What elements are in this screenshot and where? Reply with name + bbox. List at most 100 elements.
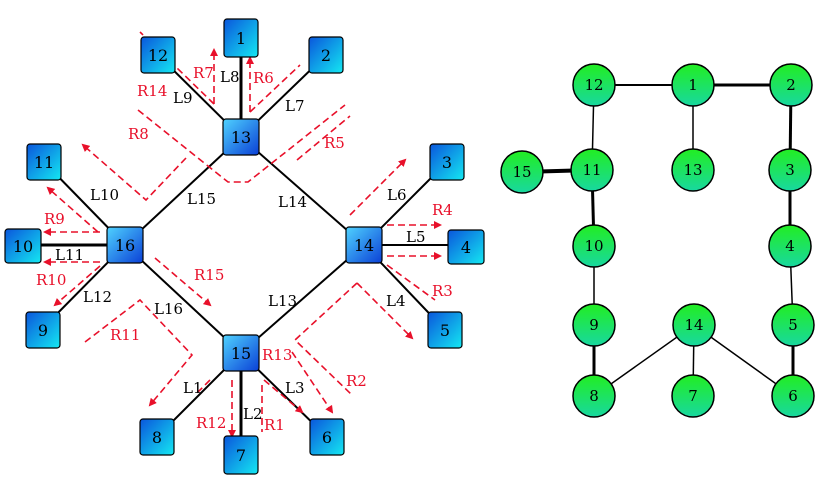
- leaf-node-11[interactable]: 11: [26, 143, 62, 181]
- right-graph-diagram: 1 2 3 4 5 6 7: [500, 63, 815, 418]
- graph-node-9-label: 9: [589, 316, 599, 334]
- router-node-15[interactable]: 15: [222, 334, 260, 372]
- graph-node-4[interactable]: 4: [768, 224, 812, 268]
- leaf-node-8[interactable]: 8: [139, 418, 175, 456]
- route-label-R13: R13: [262, 346, 292, 364]
- leaf-node-3[interactable]: 3: [429, 143, 465, 181]
- link-label-L16: L16: [154, 300, 183, 318]
- route-path-R4a: [349, 158, 407, 216]
- leaf-node-7-label: 7: [236, 446, 246, 465]
- graph-node-15[interactable]: 15: [500, 150, 544, 194]
- graph-node-12[interactable]: 12: [572, 63, 616, 107]
- leaf-nodes: 1 2 12 3 4 5 6: [4, 18, 485, 475]
- route-labels: R1 R2 R3 R4 R5 R6 R7 R8 R9 R10 R11 R12 R…: [36, 64, 453, 434]
- leaf-node-8-label: 8: [152, 428, 162, 447]
- graph-node-3[interactable]: 3: [768, 148, 812, 192]
- graph-node-7[interactable]: 7: [671, 374, 715, 418]
- graph-edges: [521, 83, 795, 397]
- link-label-L2: L2: [243, 405, 263, 423]
- leaf-node-11-label: 11: [34, 153, 54, 172]
- leaf-node-10-label: 10: [13, 237, 33, 256]
- link-L13: [240, 244, 365, 354]
- route-paths: [43, 31, 442, 438]
- graph-node-15-label: 15: [512, 163, 531, 181]
- graph-node-11[interactable]: 11: [570, 148, 614, 192]
- graph-node-6-label: 6: [788, 387, 798, 405]
- route-label-R9: R9: [44, 210, 65, 228]
- route-path-R3c: [356, 282, 414, 340]
- route-path-R8: [137, 104, 346, 183]
- graph-node-11-label: 11: [582, 161, 601, 179]
- link-label-L13: L13: [268, 292, 297, 310]
- link-label-L14: L14: [278, 193, 307, 211]
- graph-node-5-label: 5: [788, 316, 798, 334]
- graph-node-12-label: 12: [584, 76, 603, 94]
- graph-node-1[interactable]: 1: [671, 63, 715, 107]
- link-label-L7: L7: [285, 97, 305, 115]
- route-label-R2: R2: [346, 372, 367, 390]
- graph-node-8[interactable]: 8: [572, 374, 616, 418]
- graph-node-3-label: 3: [785, 161, 795, 179]
- router-node-13[interactable]: 13: [222, 118, 260, 156]
- route-label-R6: R6: [253, 69, 274, 87]
- link-label-L5: L5: [406, 228, 426, 246]
- route-path-R15: [154, 257, 212, 307]
- link-label-L11: L11: [55, 246, 84, 264]
- leaf-node-10[interactable]: 10: [4, 228, 42, 264]
- graph-node-13-label: 13: [683, 161, 702, 179]
- graph-node-4-label: 4: [785, 237, 795, 255]
- leaf-node-4-label: 4: [461, 238, 471, 257]
- leaf-node-3-label: 3: [442, 153, 452, 172]
- route-label-R10: R10: [36, 271, 66, 289]
- graph-node-13[interactable]: 13: [671, 148, 715, 192]
- graph-node-2-label: 2: [786, 76, 796, 94]
- link-label-L4: L4: [386, 292, 406, 310]
- route-path-R3b: [386, 264, 436, 301]
- graph-node-10-label: 10: [584, 237, 603, 255]
- route-path-R10b: [53, 265, 101, 307]
- graph-node-8-label: 8: [589, 387, 599, 405]
- router-node-15-label: 15: [231, 344, 251, 363]
- leaf-node-5[interactable]: 5: [427, 311, 463, 349]
- route-path-R12b: [194, 379, 211, 396]
- link-L14: [240, 136, 365, 246]
- link-label-L8: L8: [220, 68, 240, 86]
- links: [23, 38, 466, 455]
- leaf-node-1[interactable]: 1: [223, 18, 259, 58]
- graph-node-2[interactable]: 2: [769, 63, 813, 107]
- route-path-R13: [291, 351, 334, 414]
- graph-node-5[interactable]: 5: [771, 303, 815, 347]
- route-path-R11: [84, 298, 194, 407]
- route-path-R9: [46, 186, 99, 233]
- link-label-L15: L15: [187, 190, 216, 208]
- link-L16: [124, 244, 242, 354]
- router-node-13-label: 13: [231, 128, 251, 147]
- route-label-R7: R7: [193, 64, 214, 82]
- graph-node-14-label: 14: [684, 316, 703, 334]
- router-node-14[interactable]: 14: [345, 226, 383, 264]
- route-label-R3: R3: [432, 282, 453, 300]
- leaf-node-1-label: 1: [236, 29, 246, 48]
- link-L15: [124, 136, 242, 246]
- route-path-R2: [293, 282, 358, 396]
- graph-node-9[interactable]: 9: [572, 303, 616, 347]
- graph-node-10[interactable]: 10: [572, 224, 616, 268]
- leaf-node-2[interactable]: 2: [308, 36, 344, 74]
- leaf-node-12[interactable]: 12: [140, 36, 176, 74]
- leaf-node-4[interactable]: 4: [447, 229, 485, 265]
- graph-node-14[interactable]: 14: [672, 303, 716, 347]
- graph-node-6[interactable]: 6: [771, 374, 815, 418]
- leaf-node-6[interactable]: 6: [309, 418, 345, 456]
- route-label-R15: R15: [194, 266, 224, 284]
- leaf-node-9-label: 9: [38, 321, 48, 340]
- route-path-R14: [139, 31, 215, 105]
- link-label-L10: L10: [90, 186, 119, 204]
- link-label-L6: L6: [387, 186, 407, 204]
- router-node-14-label: 14: [354, 236, 374, 255]
- leaf-node-12-label: 12: [148, 46, 168, 65]
- leaf-node-7[interactable]: 7: [223, 435, 259, 475]
- route-label-R8: R8: [128, 125, 149, 143]
- route-path-R5: [296, 115, 351, 161]
- router-node-16[interactable]: 16: [106, 226, 144, 264]
- leaf-node-9[interactable]: 9: [25, 311, 61, 349]
